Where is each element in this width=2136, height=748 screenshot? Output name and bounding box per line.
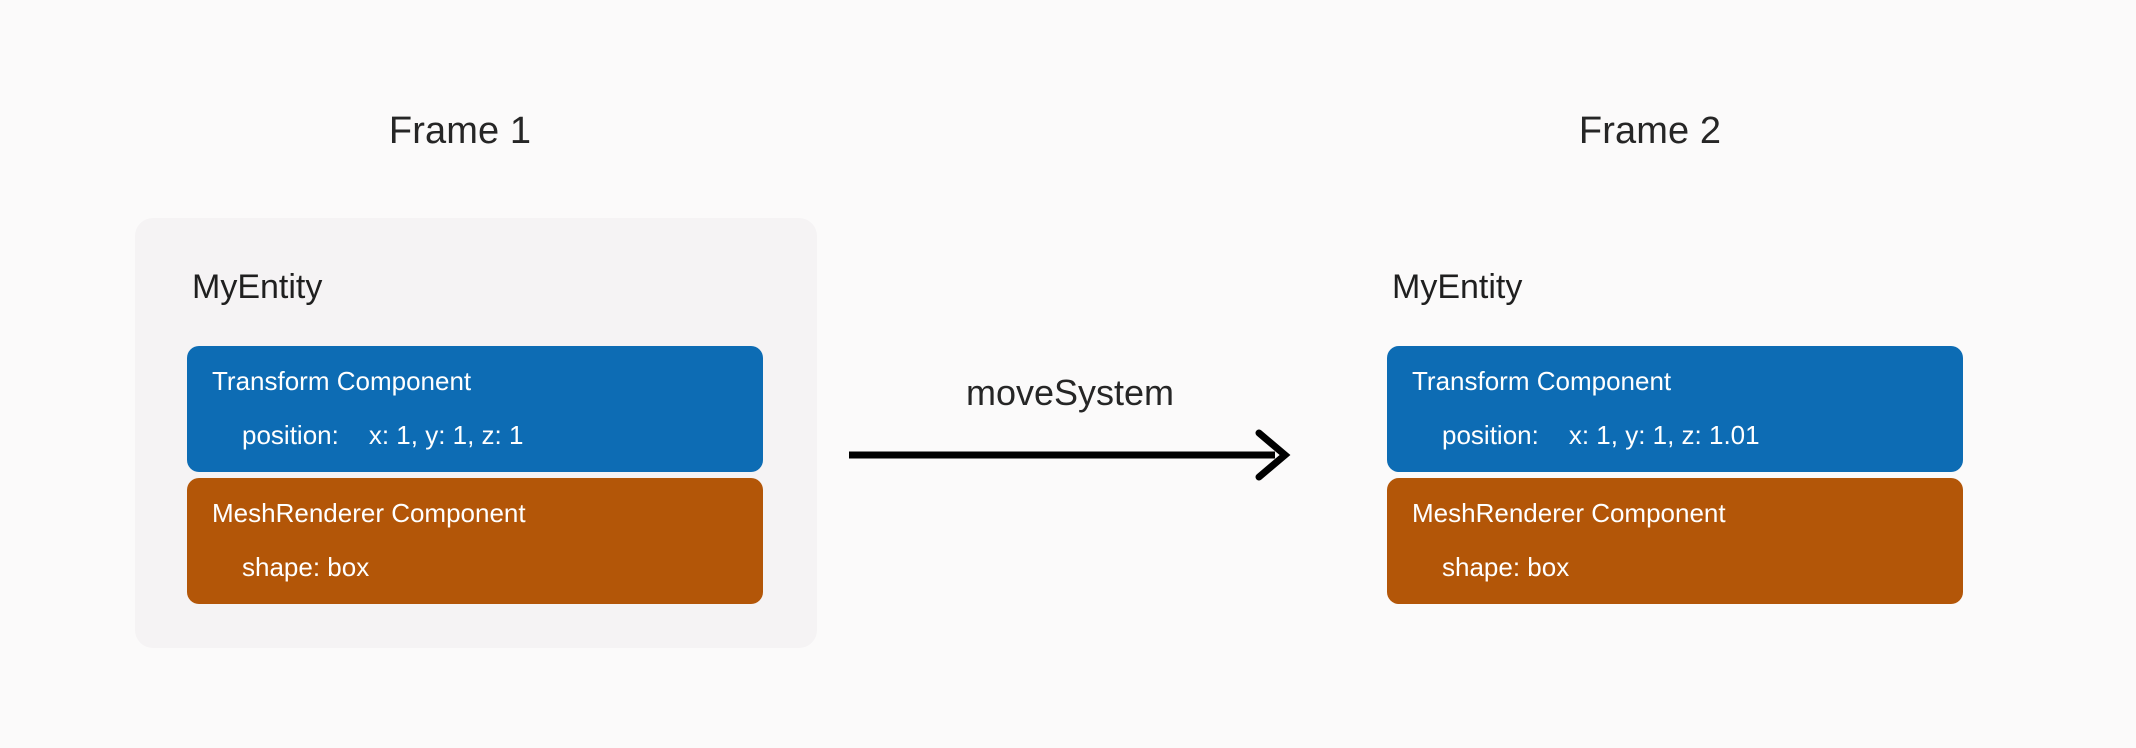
- transform-position-key: position:: [1442, 420, 1539, 450]
- transform-position-value: x: 1, y: 1, z: 1.01: [1568, 420, 1760, 450]
- entity-panel-frame-1: MyEntity Transform Component position: x…: [135, 218, 817, 648]
- meshrenderer-component-title: MeshRenderer Component: [1412, 498, 1726, 528]
- meshrenderer-component-frame-1[interactable]: MeshRenderer Component shape: box: [187, 478, 763, 604]
- meshrenderer-component-title: MeshRenderer Component: [212, 498, 526, 528]
- component-stack-frame-2: Transform Component position: x: 1, y: 1…: [1387, 346, 1965, 604]
- transform-component-title: Transform Component: [1412, 366, 1672, 396]
- transition-arrow-icon: [849, 429, 1291, 481]
- entity-name-frame-1: MyEntity: [192, 268, 323, 306]
- meshrenderer-shape-row: shape: box: [187, 554, 763, 580]
- transform-position-key: position:: [242, 420, 339, 450]
- meshrenderer-shape-key: shape: box: [1442, 552, 1570, 582]
- transform-position-row: position: x: 1, y: 1, z: 1: [187, 422, 763, 448]
- component-stack-frame-1: Transform Component position: x: 1, y: 1…: [187, 346, 765, 604]
- meshrenderer-shape-row: shape: box: [1387, 554, 1963, 580]
- transform-position-value: x: 1, y: 1, z: 1: [368, 420, 524, 450]
- frame-2-title: Frame 2: [1578, 110, 1722, 152]
- transform-component-frame-2[interactable]: Transform Component position: x: 1, y: 1…: [1387, 346, 1963, 472]
- frame-1-title: Frame 1: [388, 110, 532, 152]
- transform-component-title: Transform Component: [212, 366, 472, 396]
- meshrenderer-shape-key: shape: box: [242, 552, 370, 582]
- system-label: moveSystem: [965, 372, 1175, 413]
- transform-component-frame-1[interactable]: Transform Component position: x: 1, y: 1…: [187, 346, 763, 472]
- meshrenderer-component-frame-2[interactable]: MeshRenderer Component shape: box: [1387, 478, 1963, 604]
- entity-panel-frame-2: MyEntity Transform Component position: x…: [1335, 218, 2017, 648]
- transform-position-row: position: x: 1, y: 1, z: 1.01: [1387, 422, 1963, 448]
- entity-name-frame-2: MyEntity: [1392, 268, 1523, 306]
